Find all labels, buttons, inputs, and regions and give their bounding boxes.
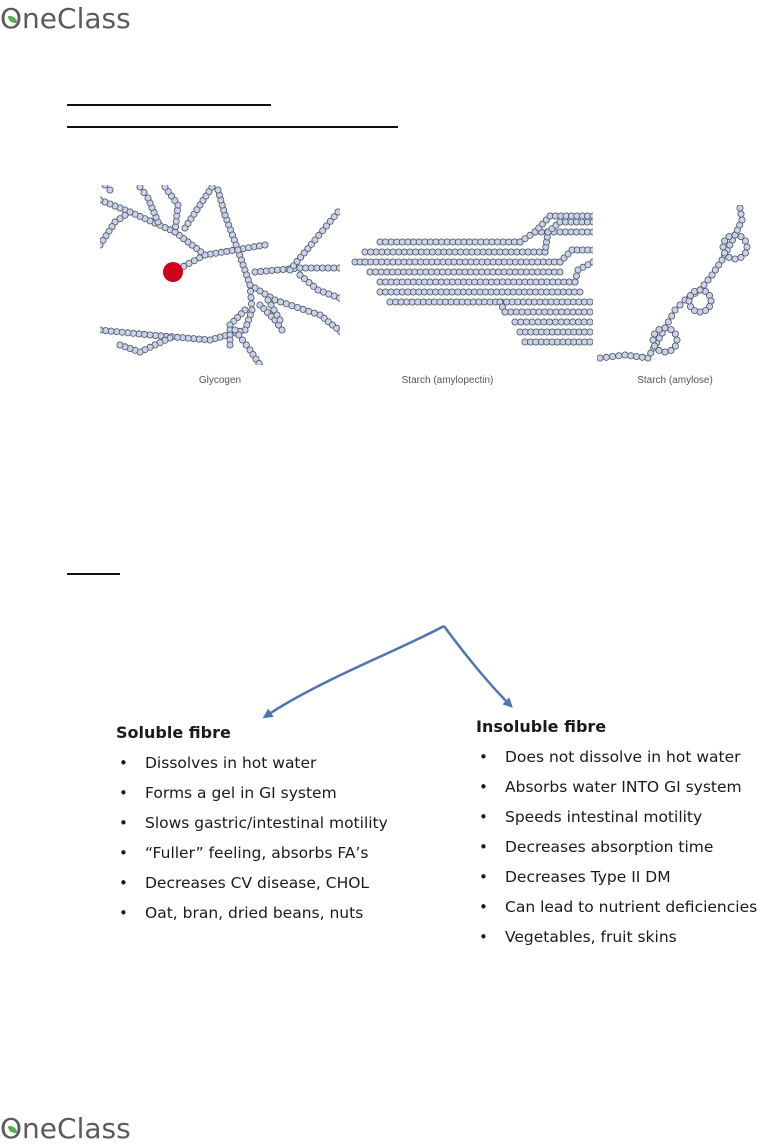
list-item: Dissolves in hot water (116, 748, 388, 778)
list-item: Slows gastric/intestinal motility (116, 808, 388, 838)
list-item: Does not dissolve in hot water (476, 742, 757, 772)
logo-text: OneClass (0, 1112, 131, 1145)
insoluble-fibre-list: Insoluble fibre Does not dissolve in hot… (476, 717, 757, 952)
logo-text: OneClass (0, 2, 131, 35)
list-item: Speeds intestinal motility (476, 802, 757, 832)
list-item: Decreases Type II DM (476, 862, 757, 892)
oneclass-logo-footer: OneClass (0, 1112, 131, 1145)
branch-point-marker (163, 262, 183, 282)
caption-amylopectin: Starch (amylopectin) (401, 375, 494, 386)
oneclass-logo: OneClass (0, 2, 131, 35)
heading-underline-1 (67, 104, 271, 106)
amylose-structure (597, 205, 751, 362)
arrow-to-soluble (262, 624, 445, 719)
insoluble-fibre-title: Insoluble fibre (476, 717, 607, 736)
soluble-fibre-list: Soluble fibre Dissolves in hot water For… (116, 723, 388, 928)
list-item: Decreases absorption time (476, 832, 757, 862)
list-item: Vegetables, fruit skins (476, 922, 757, 952)
list-item: Oat, bran, dried beans, nuts (116, 898, 388, 928)
amylopectin-structure (351, 212, 593, 346)
glycogen-structure (100, 185, 340, 365)
soluble-fibre-title: Soluble fibre (116, 723, 231, 742)
list-item: “Fuller” feeling, absorbs FA’s (116, 838, 388, 868)
caption-amylose: Starch (amylose) (637, 375, 713, 386)
polysaccharide-figure (100, 185, 751, 365)
list-item: Absorbs water INTO GI system (476, 772, 757, 802)
list-item: Can lead to nutrient deficiencies (476, 892, 757, 922)
section-underline (67, 573, 120, 575)
caption-glycogen: Glycogen (198, 375, 242, 386)
list-item: Forms a gel in GI system (116, 778, 388, 808)
heading-underline-2 (67, 126, 398, 128)
list-item: Decreases CV disease, CHOL (116, 868, 388, 898)
arrow-to-insoluble (442, 625, 513, 708)
